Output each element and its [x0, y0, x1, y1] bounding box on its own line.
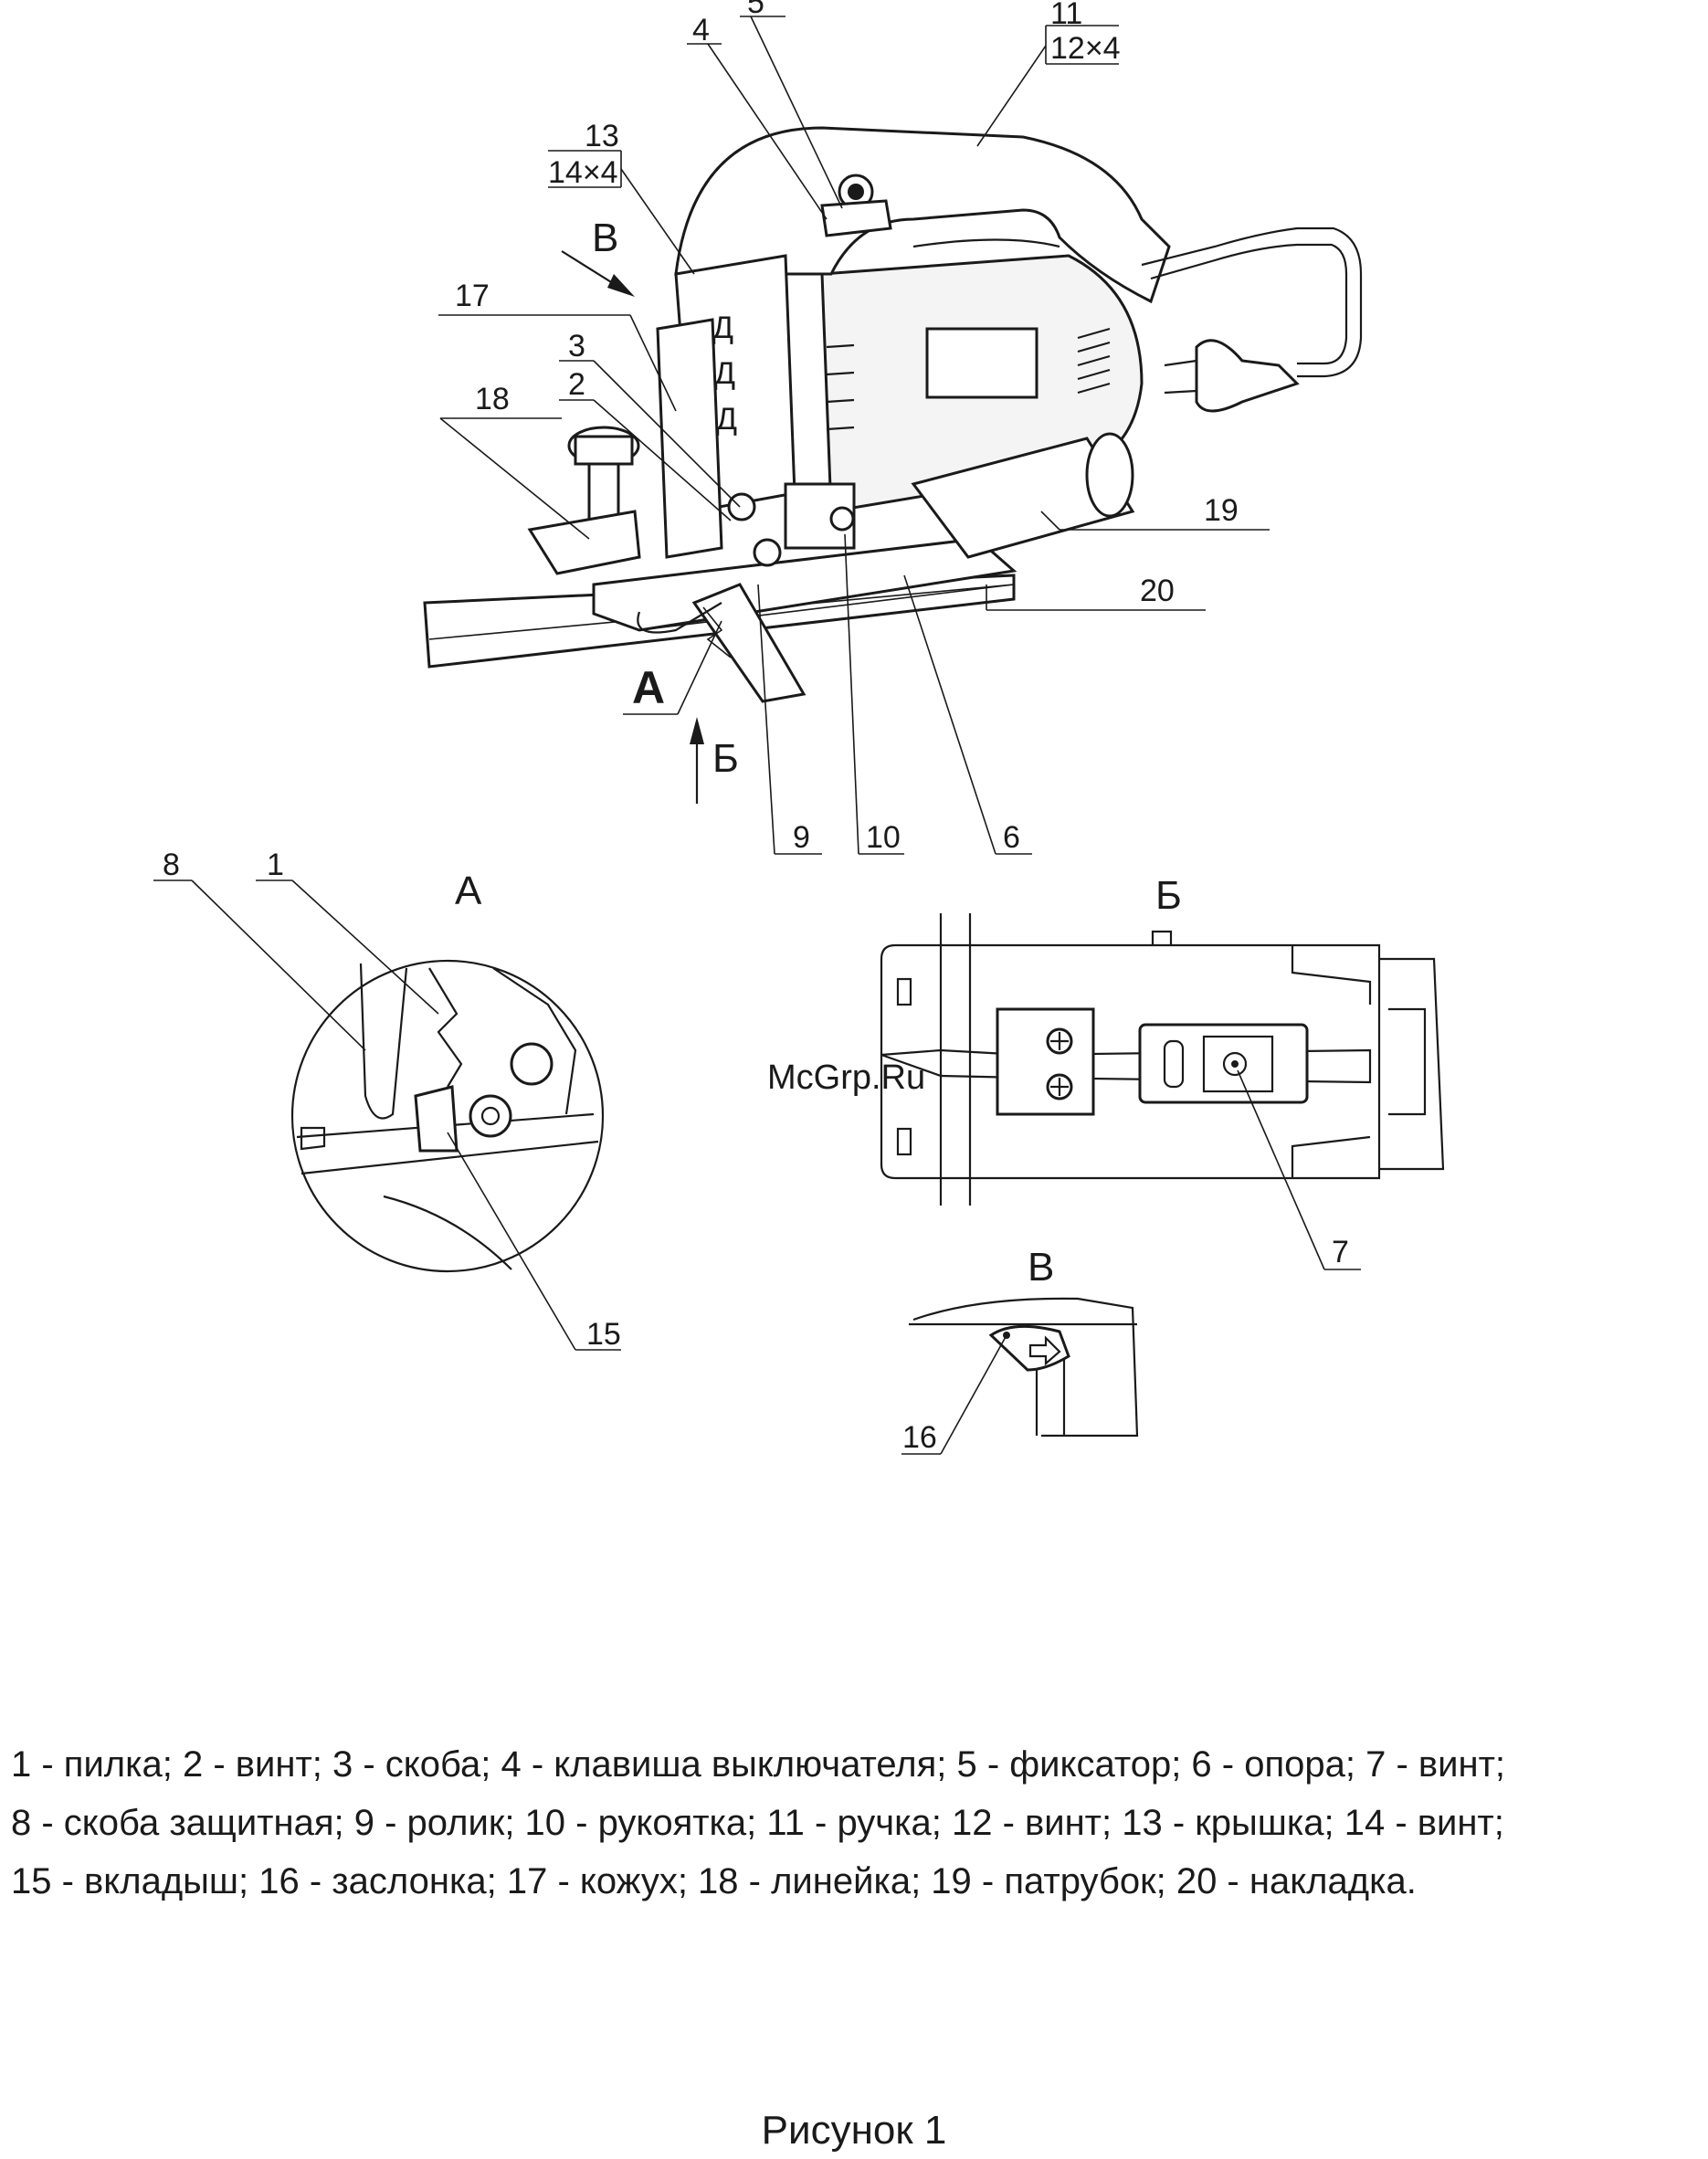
legend-line: 1 - пилка; 2 - винт; 3 - скоба; 4 - клав…	[11, 1744, 1505, 1785]
jigsaw-main-view: Д Д Д	[423, 126, 1363, 703]
callout-10: 10	[866, 820, 901, 855]
view-marker-b: Б	[712, 736, 739, 781]
detail-view-a: А 8 1 15	[153, 848, 621, 1352]
svg-text:Д: Д	[714, 356, 735, 391]
callout-17: 17	[455, 279, 490, 313]
detail-view-b: Б 7	[880, 873, 1445, 1270]
switch-key	[820, 199, 892, 237]
figure-caption: Рисунок 1	[761, 2108, 947, 2153]
dust-port	[911, 437, 1135, 559]
main-callouts: 5 4 11 12×4 13 14×4 17 3 2 18 19 20	[438, 0, 1270, 855]
callout-20: 20	[1140, 574, 1175, 608]
detail-b-title: Б	[1155, 873, 1182, 918]
callout-7: 7	[1332, 1235, 1349, 1269]
legend-line: 8 - скоба защитная; 9 - ролик; 10 - руко…	[11, 1803, 1504, 1843]
arrow-icon	[1028, 1335, 1061, 1366]
detail-v-title: В	[1028, 1245, 1054, 1290]
view-marker-v: В	[592, 216, 618, 260]
nut	[469, 1094, 512, 1138]
callout-19: 19	[1204, 493, 1239, 528]
parts-legend: 1 - пилка; 2 - винт; 3 - скоба; 4 - клав…	[11, 1735, 1701, 1911]
screw-icon	[1046, 1073, 1073, 1101]
plug-icon	[1164, 339, 1300, 413]
detail-a-title: А	[455, 869, 482, 913]
arrow-icon	[690, 717, 704, 804]
callout-3: 3	[568, 329, 585, 363]
view-marker-a: А	[632, 662, 665, 713]
screw-icon	[1046, 1027, 1073, 1055]
callout-1: 1	[267, 848, 284, 882]
legend-line: 15 - вкладыш; 16 - заслонка; 17 - кожух;…	[11, 1861, 1417, 1901]
power-cord	[1141, 226, 1363, 378]
arrow-icon	[561, 250, 635, 297]
callout-9: 9	[793, 820, 810, 855]
roller	[727, 492, 756, 521]
callout-2: 2	[568, 367, 585, 402]
handle-loop	[674, 126, 1171, 304]
callout-15: 15	[586, 1317, 621, 1352]
view-markers: В А Б	[561, 216, 739, 804]
blade-shield	[656, 318, 723, 559]
detail-view-v: В 16	[901, 1245, 1139, 1455]
callout-8: 8	[163, 848, 180, 882]
saw-blade	[691, 583, 807, 703]
blade-clamp	[996, 1007, 1095, 1116]
callout-13-sub: 14×4	[548, 155, 618, 190]
callout-11-sub: 12×4	[1050, 31, 1121, 66]
callout-16: 16	[902, 1420, 937, 1455]
svg-text:Д: Д	[712, 311, 733, 345]
callout-4: 4	[692, 13, 710, 47]
label-plate	[925, 327, 1039, 399]
svg-text:Д: Д	[716, 402, 737, 437]
callout-13: 13	[585, 119, 619, 153]
callout-5: 5	[747, 0, 764, 20]
watermark: McGrp.Ru	[767, 1058, 925, 1097]
callout-18: 18	[475, 382, 510, 416]
callout-11: 11	[1050, 0, 1082, 31]
callout-6: 6	[1003, 820, 1020, 855]
